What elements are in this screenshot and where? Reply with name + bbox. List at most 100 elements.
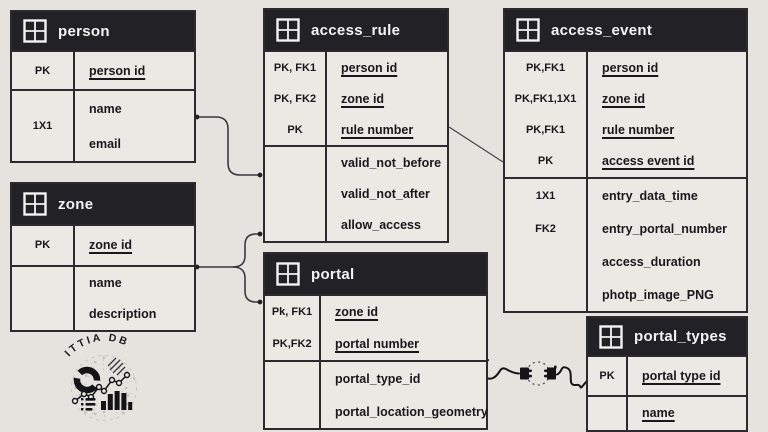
field-entry-data-time: entry_data_time	[602, 188, 698, 203]
field-name: name	[89, 275, 122, 290]
table-section: 1X1 name email	[12, 89, 194, 161]
table-grid-icon	[276, 18, 300, 42]
table-header: portal_types	[588, 318, 746, 355]
hatched-chip-icon	[107, 357, 126, 376]
key-column: PK	[588, 357, 628, 395]
field-valid-not-after: valid_not_after	[341, 187, 430, 201]
field-portal-location-geometry: portal_location_geometry	[335, 404, 488, 419]
key-label: PK,FK1	[525, 124, 566, 137]
field-column: name	[628, 397, 746, 430]
puzzle-plug-right-icon	[544, 365, 557, 380]
field-zone-id: zone id	[89, 238, 133, 253]
line-chart-icon	[71, 371, 131, 405]
key-column: PK	[12, 52, 75, 90]
spark-burst-icon	[525, 361, 551, 386]
table-section: name	[588, 394, 746, 430]
field-name: name	[89, 101, 122, 116]
field-rule-number: rule number	[341, 122, 414, 137]
table-section: valid_not_before valid_not_after allow_acc…	[265, 145, 447, 241]
connector-zone-portal	[232, 266, 261, 303]
key-label: 1X1	[535, 189, 556, 202]
field-column: name email	[75, 91, 194, 161]
field-portal-type-id: portal_type_id	[335, 371, 421, 386]
table-header: access_rule	[265, 10, 447, 50]
table-header: zone	[12, 184, 194, 224]
key-column: PK	[12, 226, 75, 265]
key-column	[12, 266, 75, 330]
table-header: person	[12, 12, 194, 50]
table-title: access_event	[551, 21, 653, 39]
field-valid-not-before: valid_not_before	[341, 155, 442, 170]
key-column	[265, 147, 327, 241]
field-portal-type-id: portal type id	[642, 368, 721, 383]
donut-chart-icon	[73, 366, 101, 394]
key-label: PK,FK1,1X1	[514, 92, 577, 105]
field-access-event-id: access event id	[602, 154, 695, 169]
key-label: 1X1	[32, 120, 53, 133]
field-column: person id	[75, 52, 194, 89]
key-label: PK,FK2	[272, 338, 312, 351]
table-title: access_rule	[311, 21, 401, 39]
field-zone-id: zone id	[335, 305, 379, 320]
field-column: portal type id	[628, 357, 746, 395]
logo-wordmark: ITTIA DB	[63, 332, 131, 359]
field-zone-id: zone id	[602, 91, 646, 106]
key-label: Pk, FK1	[271, 306, 313, 319]
field-column: valid_not_before valid_not_after allow_acc…	[327, 147, 447, 241]
field-access-duration: access_duration	[602, 254, 701, 269]
table-grid-icon	[23, 19, 47, 43]
key-label: PK, FK1	[273, 61, 317, 74]
table-title: zone	[58, 195, 94, 213]
connector-portal-portal_types	[482, 359, 587, 389]
key-label: FK2	[535, 223, 556, 236]
field-column: portal_type_id portal_location_geometry	[321, 362, 488, 428]
field-portal-number: portal number	[335, 337, 420, 352]
table-grid-icon	[599, 324, 623, 349]
key-label: PK	[599, 369, 615, 382]
field-person-id: person id	[602, 60, 659, 75]
bar-chart-icon	[101, 391, 133, 410]
key-column: 1X1	[12, 91, 75, 161]
table-section: PK portal type id	[588, 355, 746, 395]
field-allow-access: allow_access	[341, 218, 421, 233]
key-column	[588, 396, 628, 430]
key-label: PK,FK1	[525, 61, 566, 74]
list-icon	[81, 398, 96, 411]
field-person-id: person id	[341, 60, 398, 75]
connector-zone-access_rule	[232, 233, 261, 268]
puzzle-plug-left-icon	[520, 367, 532, 380]
field-name: name	[642, 406, 675, 421]
key-label: PK	[34, 64, 51, 77]
table-section: PK person id	[12, 50, 194, 90]
field-column: person id zone id rule number	[327, 52, 447, 145]
table-header: portal	[265, 254, 486, 294]
ittia-db-logo: ITTIA DB	[63, 332, 137, 421]
table-grid-icon	[516, 18, 540, 42]
field-column: zone id portal number	[321, 296, 486, 360]
key-column	[265, 362, 321, 428]
connector-person-access_rule	[196, 116, 261, 176]
field-column: zone id	[75, 226, 194, 265]
field-entry-portal-number: entry_portal_number	[602, 221, 728, 236]
table-header: access_event	[505, 10, 746, 50]
table-title: portal	[311, 265, 355, 283]
field-email: email	[89, 136, 121, 151]
key-label: PK	[34, 239, 51, 252]
field-zone-id: zone id	[341, 91, 385, 106]
field-description: description	[89, 307, 157, 322]
